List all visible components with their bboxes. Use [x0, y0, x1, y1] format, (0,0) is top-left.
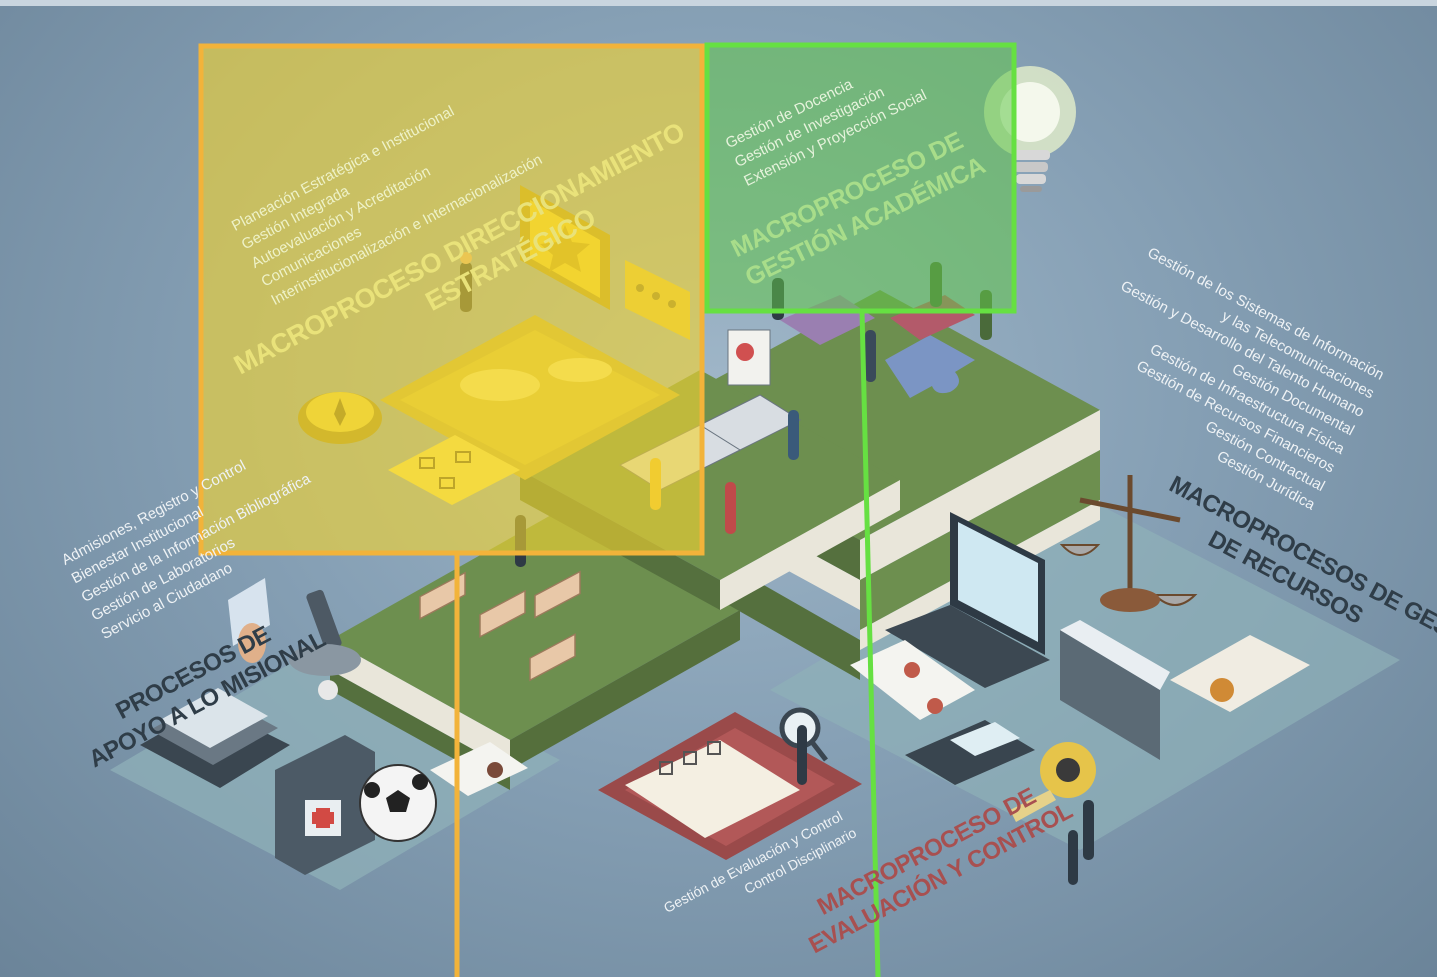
- tablet-icon: [140, 688, 290, 788]
- clipboard-icon: [625, 740, 800, 838]
- book-stack-left: [330, 510, 740, 790]
- academic-pointer-line: [859, 310, 881, 977]
- soccer-ball-icon: [359, 764, 437, 842]
- microscope-icon: [289, 589, 361, 700]
- top-bar: [0, 0, 1437, 6]
- resume-documents: [850, 640, 975, 720]
- hand-touch-icon: [228, 578, 270, 663]
- academic-highlight-box: [704, 42, 1017, 314]
- first-aid-kit-icon: [275, 735, 375, 875]
- scales-icon: [1059, 475, 1198, 612]
- certificate-icon: [1170, 635, 1310, 712]
- strategic-highlight-box: [198, 43, 705, 556]
- classroom-desks: [419, 570, 581, 682]
- tape-measure-icon: [1010, 742, 1096, 822]
- folder-icon: [1060, 620, 1170, 760]
- laptop-icon: [885, 512, 1050, 688]
- calculator-icon: [905, 720, 1035, 785]
